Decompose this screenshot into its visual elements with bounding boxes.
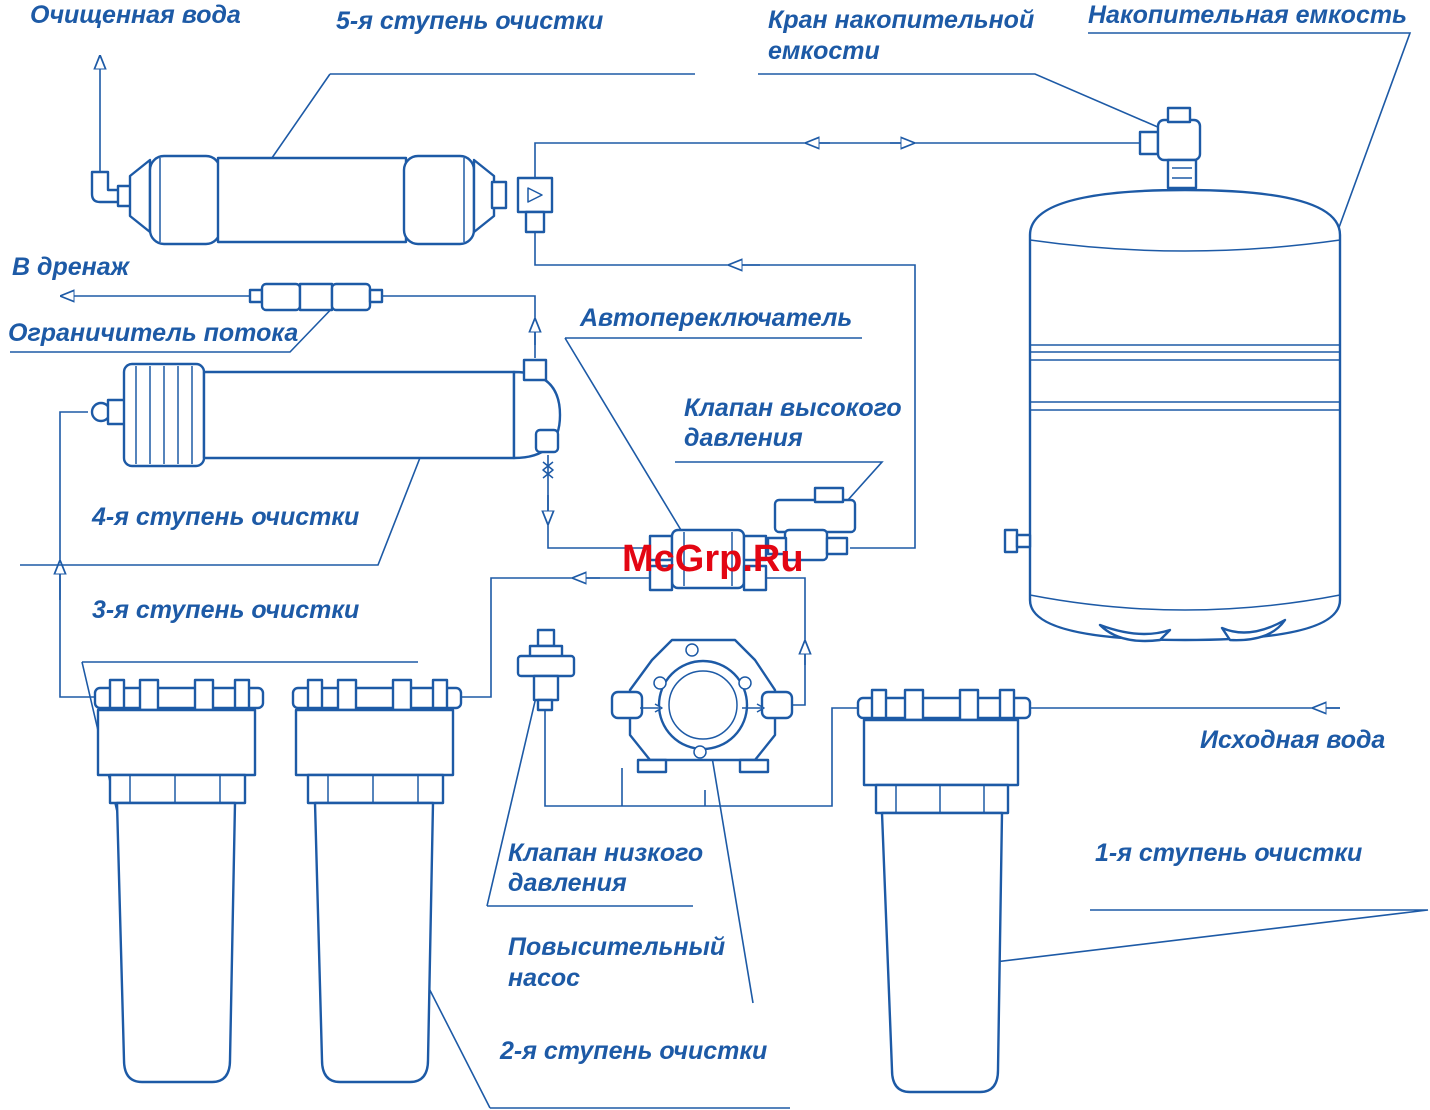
flow-restrictor xyxy=(248,282,384,312)
stage1-housing xyxy=(856,688,1032,1094)
tank-supply-line xyxy=(534,142,1148,190)
label-stage5: 5-я ступень очистки xyxy=(336,7,604,35)
storage-tank xyxy=(1003,188,1342,643)
stage4-membrane xyxy=(90,358,562,479)
permeate-line xyxy=(534,232,916,549)
label-high-pressure-valve-line1: Клапан высокого xyxy=(684,394,902,422)
booster-pump xyxy=(610,638,794,774)
label-low-pressure-valve-line2: давления xyxy=(508,869,627,897)
stage5-post-filter xyxy=(90,154,554,246)
label-tank-tap-line1: Кран накопительной xyxy=(768,6,1035,34)
stage3-housing xyxy=(93,678,265,1084)
label-to-drain: В дренаж xyxy=(12,253,130,281)
drain-line xyxy=(375,295,536,358)
label-stage3: 3-я ступень очистки xyxy=(92,596,360,624)
label-flow-restrictor: Ограничитель потока xyxy=(8,319,299,347)
stage1-to-pump-line xyxy=(544,706,860,807)
label-stage4: 4-я ступень очистки xyxy=(92,503,360,531)
label-stage1: 1-я ступень очистки xyxy=(1095,839,1363,867)
stage2-housing xyxy=(291,678,463,1084)
label-low-pressure-valve-line1: Клапан низкого xyxy=(508,839,704,867)
stage3-to-membrane-line xyxy=(59,411,97,698)
label-stage2: 2-я ступень очистки xyxy=(500,1037,768,1065)
tank-tap xyxy=(1138,106,1202,190)
label-auto-switch: Автопереключатель xyxy=(580,304,853,332)
label-source-water: Исходная вода xyxy=(1200,726,1386,754)
water-lines xyxy=(59,55,1340,807)
label-tank-tap-line2: емкости xyxy=(768,37,880,65)
low-pressure-valve xyxy=(516,628,576,712)
label-storage-tank: Накопительная емкость xyxy=(1088,1,1407,29)
auto-switch xyxy=(648,528,768,592)
label-booster-pump-line1: Повысительный xyxy=(508,933,726,961)
membrane-to-switch-line xyxy=(547,455,665,549)
label-booster-pump-line2: насос xyxy=(508,964,581,992)
label-purified-water: Очищенная вода xyxy=(30,1,241,29)
high-pressure-valve xyxy=(766,486,857,562)
label-high-pressure-valve-line2: давления xyxy=(684,424,803,452)
watermark: McGrp.Ru xyxy=(622,538,804,580)
